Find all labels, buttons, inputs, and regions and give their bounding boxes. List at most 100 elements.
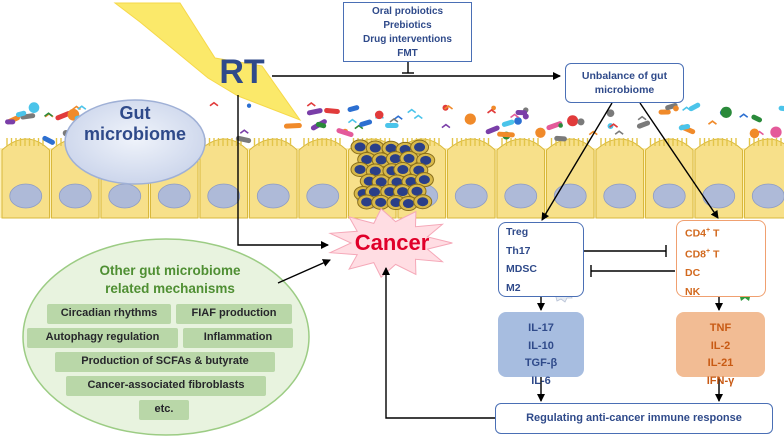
tumor-cell-nucleus [354, 142, 366, 152]
bacterium-spiral [707, 120, 717, 125]
bacterium-rod [497, 131, 515, 138]
bacterium-spiral [354, 124, 364, 130]
mechanism-fiaf: FIAF production [176, 304, 292, 324]
tumor-cell-nucleus [361, 197, 373, 207]
cell-nucleus [652, 183, 686, 209]
other-title-line1: Other gut microbiome [99, 263, 241, 278]
other-mechanisms-title: Other gut microbiome related mechanisms [60, 262, 280, 298]
bacterium-rod [665, 102, 678, 111]
bacterium-spiral [444, 104, 454, 110]
bacterium-coccus [577, 118, 585, 126]
cell-nucleus [553, 183, 587, 209]
bacterium-spiral [77, 105, 87, 110]
mechanism-circadian: Circadian rhythms [47, 304, 171, 324]
bacterium-rod [778, 105, 784, 112]
bacterium-coccus [246, 103, 252, 108]
cell-mdsc: MDSC [506, 263, 537, 275]
tumor-cell-nucleus [361, 155, 373, 165]
bacterium-coccus [567, 115, 579, 127]
bacterium-rod [688, 102, 701, 112]
cell-nucleus [603, 183, 637, 209]
tumor-cell-nucleus [414, 142, 426, 152]
bacterium-spiral [44, 112, 53, 117]
bacterium-coccus [28, 102, 40, 113]
tumor-cell-nucleus [405, 177, 417, 187]
suppressive-cytokines-box: IL-17 IL-10 TGF-β IL-6 [498, 312, 584, 387]
cytokine-il21: IL-21 [707, 357, 734, 369]
cancer-label: Cancer [354, 230, 430, 255]
bacterium-spiral [239, 129, 249, 134]
cell-nucleus [108, 183, 142, 209]
bacterium-coccus [514, 117, 522, 125]
tumor-cell-cluster [350, 139, 436, 212]
bacterium-spiral [441, 123, 451, 129]
bacterium-rod [15, 110, 27, 118]
cell-nk: NK [685, 285, 701, 298]
bacterium-spiral [682, 106, 692, 111]
tumor-cell-nucleus [391, 177, 403, 187]
bacterium-rod [658, 109, 671, 115]
bacterium-rod [283, 123, 302, 129]
gut-microbiome-ellipse [64, 99, 206, 185]
effector-cytokines-box: TNF IL-2 IL-21 IFN-γ [676, 312, 765, 387]
regulating-box: Regulating anti-cancer immune response [495, 403, 773, 434]
bacterium-spiral [407, 108, 417, 114]
bacterium-rod [306, 108, 323, 116]
bacterium-rod [554, 135, 567, 142]
tumor-cell-nucleus [390, 198, 402, 208]
cell-nucleus [504, 183, 538, 209]
bacterium-spiral [413, 114, 423, 120]
tumor-cell-nucleus [369, 143, 381, 153]
bacterium-coccus [522, 113, 529, 120]
cell-nucleus [306, 183, 340, 209]
tumor-cell-nucleus [420, 155, 432, 165]
tumor-cell-nucleus [369, 166, 381, 176]
arrow-rt-to-cancer [237, 95, 329, 249]
unbalance-line2: microbiome [594, 84, 655, 96]
mechanism-autophagy: Autophagy regulation [27, 328, 178, 348]
bacterium-rod [501, 119, 515, 127]
effector-cells-box: CD4+ T CD8+ T DC NK [676, 220, 766, 298]
interventions-box: Oral probiotics Prebiotics Drug interven… [343, 2, 472, 62]
bacterium-rod [55, 111, 71, 121]
mechanism-etc: etc. [139, 400, 189, 420]
arrow-unbalance-to-suppressive [541, 102, 613, 221]
bacterium-coccus [464, 113, 476, 125]
bacterium-coccus [374, 110, 384, 120]
bacterium-rod [385, 122, 399, 129]
bacterium-spiral [306, 102, 316, 107]
intervention-prebiotics: Prebiotics [383, 20, 432, 31]
tumor-cell-nucleus [411, 186, 423, 196]
tumor-cell-nucleus [384, 187, 396, 197]
tumor-cell-nucleus [397, 187, 409, 197]
bacterium-rod [751, 114, 763, 123]
bacterium-spiral [389, 118, 399, 123]
cell-dc: DC [685, 267, 701, 279]
bacterium-rod [42, 135, 55, 145]
bacterium-rod [347, 105, 360, 113]
bacterium-spiral [739, 113, 749, 118]
bacterium-spiral [609, 123, 619, 128]
cytokine-ifng: IFN-γ [706, 374, 735, 387]
arrow-mechanisms-to-cancer [277, 259, 331, 284]
bacterium-spiral [347, 118, 357, 124]
bacterium-spiral [510, 113, 520, 119]
bacterium-spiral [487, 108, 497, 114]
bacterium-rod [485, 125, 500, 135]
cell-cd4: CD4+ T [685, 227, 720, 240]
bacterium-rod [324, 107, 340, 114]
rt-label: RT [219, 53, 265, 91]
gut-microbiome-label: Gut microbiome [70, 103, 200, 145]
cell-nucleus [207, 183, 241, 209]
bacterium-spiral [393, 115, 403, 120]
mechanism-scfa: Production of SCFAs & butyrate [55, 352, 275, 372]
bacterium-coccus [770, 126, 782, 138]
connectors [237, 62, 723, 419]
tumor-cell-nucleus [413, 165, 425, 175]
tumor-cell-nucleus [403, 153, 415, 163]
cytokine-il6: IL-6 [531, 374, 551, 387]
mechanism-inflammation: Inflammation [183, 328, 293, 348]
cell-nucleus [454, 183, 488, 209]
gut-label-line1: Gut [119, 103, 151, 123]
mechanism-caf: Cancer-associated fibroblasts [66, 376, 266, 396]
